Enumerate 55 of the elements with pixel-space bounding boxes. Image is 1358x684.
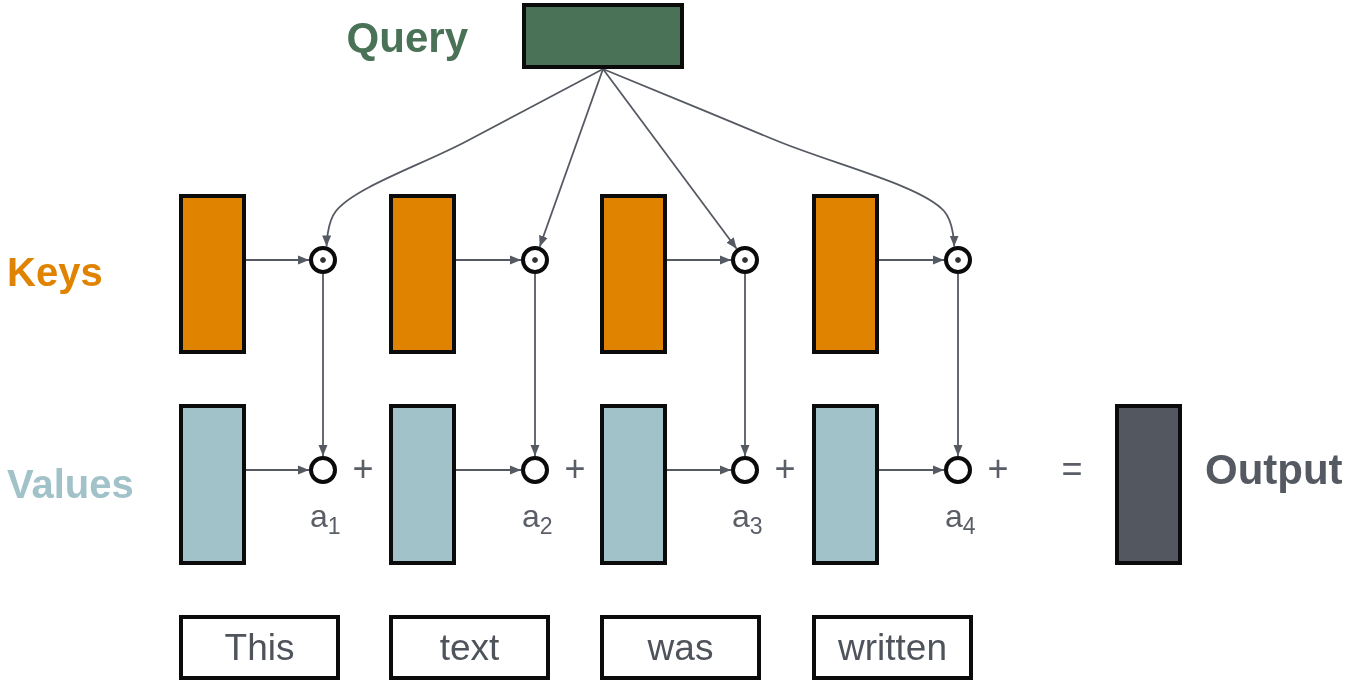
token-box: [812, 615, 973, 680]
value-vector: [812, 404, 879, 565]
plus-sign: +: [774, 451, 796, 487]
equals-sign: =: [1061, 451, 1083, 487]
output-vector: [1115, 404, 1182, 565]
vector-label: Query: [346, 17, 468, 59]
row-label: Keys: [7, 252, 103, 292]
arrow: [538, 68, 604, 248]
value-vector: [179, 404, 246, 565]
arrow: [455, 255, 522, 265]
dot-product-circle: [309, 246, 337, 274]
dot-product-circle: [521, 246, 549, 274]
key-vector: [389, 194, 456, 354]
weight-label: a$_{2}$: [522, 500, 553, 532]
weight-label: a$_{1}$: [310, 500, 341, 532]
arrow: [666, 255, 732, 265]
arrow: [878, 255, 945, 265]
key-vector: [600, 194, 667, 354]
weight-circle: [731, 456, 759, 484]
token-text: This: [224, 629, 295, 666]
arrow: [602, 68, 959, 248]
value-vector: [600, 404, 667, 565]
arrow: [245, 465, 310, 475]
arrow: [878, 465, 945, 475]
plus-sign: +: [564, 451, 586, 487]
arrow: [245, 255, 310, 265]
arrow: [666, 465, 732, 475]
token-box: [179, 615, 340, 680]
row-label: Values: [7, 464, 134, 504]
weight-circle: [309, 456, 337, 484]
arrow: [530, 273, 540, 457]
dot-product-circle: [944, 246, 972, 274]
vector-label: Output: [1205, 449, 1343, 491]
arrow: [953, 273, 963, 457]
token-text: was: [647, 629, 714, 666]
dot-product-circle: [731, 246, 759, 274]
plus-sign: +: [352, 451, 374, 487]
weight-circle: [944, 456, 972, 484]
plus-sign: +: [987, 451, 1009, 487]
weight-label: a$_{4}$: [945, 500, 976, 532]
token-text: text: [439, 629, 500, 666]
query-vector: [522, 3, 684, 69]
weight-circle: [521, 456, 549, 484]
token-box: [600, 615, 761, 680]
key-vector: [179, 194, 246, 354]
key-vector: [812, 194, 879, 354]
token-text: written: [838, 629, 947, 666]
arrow: [318, 273, 328, 457]
arrow: [740, 273, 750, 457]
arrow: [602, 68, 738, 250]
weight-label: a$_{3}$: [732, 500, 763, 532]
arrow: [455, 465, 522, 475]
value-vector: [389, 404, 456, 565]
arrow: [322, 68, 604, 248]
token-box: [389, 615, 550, 680]
